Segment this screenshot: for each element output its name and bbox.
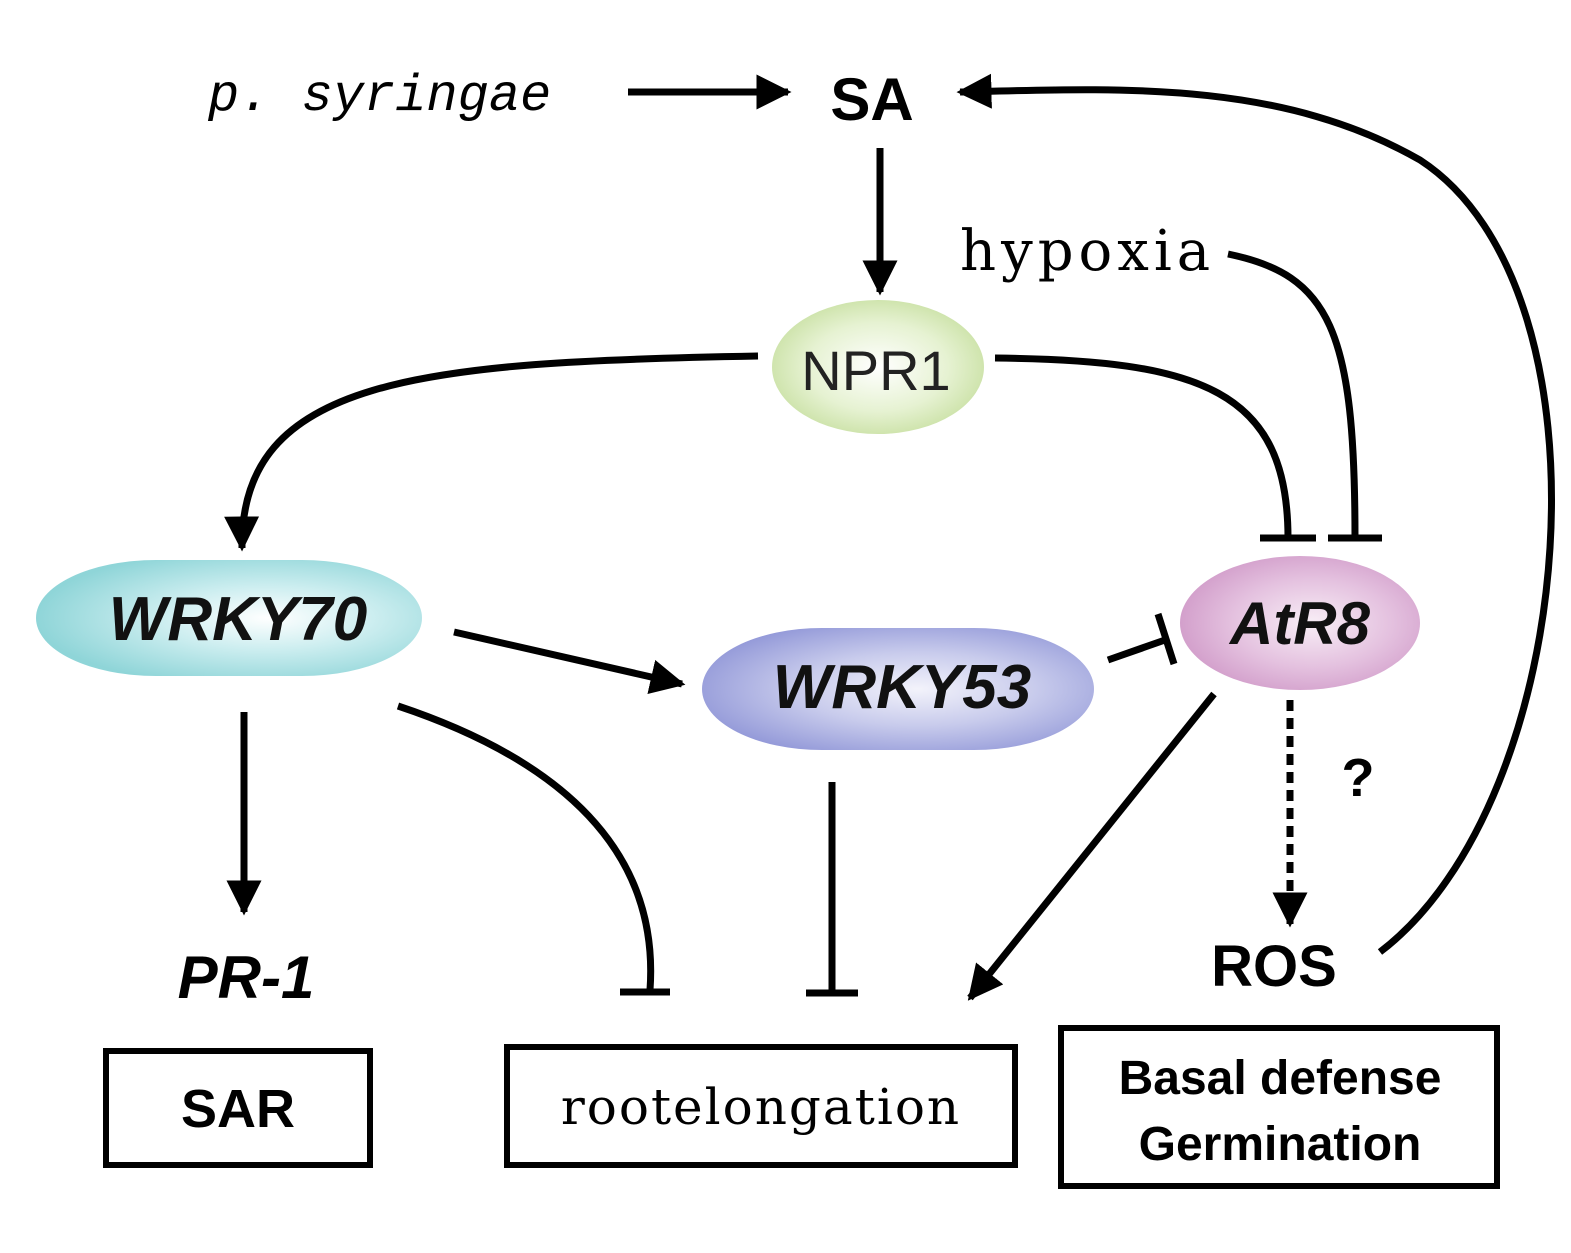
inhibit-wrky70-to-root (396, 702, 655, 991)
atr8-node (1180, 556, 1420, 690)
sa-label: SA (830, 66, 913, 133)
inhibit-npr1-to-atr8 (994, 354, 1292, 539)
sar-box (103, 1048, 373, 1168)
root-elongation-box (504, 1044, 1018, 1168)
pathogen-label: p. syringae (207, 67, 551, 126)
root-elongation-label: rootelongation (561, 1078, 961, 1136)
germination-label: Germination (1139, 1118, 1422, 1171)
basal-defense-box (1058, 1025, 1500, 1189)
sar-box-label: SAR (181, 1079, 295, 1139)
atr8-label: AtR8 (1228, 590, 1371, 657)
wrky53-node (702, 628, 1094, 750)
wrky53-label: WRKY53 (773, 653, 1031, 722)
npr1-node (772, 300, 984, 434)
arrow-ros-to-sa (956, 73, 1555, 955)
ros-label: ROS (1211, 934, 1337, 999)
question-mark: ? (1342, 748, 1375, 808)
arrow-atr8-to-root (967, 691, 1217, 1001)
hypoxia-label: hypoxia (960, 219, 1215, 284)
npr1-label: NPR1 (801, 339, 950, 402)
wrky70-node (36, 560, 422, 676)
inhibit-hypoxia-to-atr8 (1227, 250, 1359, 539)
inhibit-wrky53-to-atr8 (1106, 636, 1167, 664)
arrow-wrky70-to-wrky53 (453, 628, 686, 695)
basal-defense-label: Basal defense (1119, 1052, 1442, 1105)
wrky70-label: WRKY70 (109, 585, 367, 654)
inhibit-bar-wrky53-atr8 (1154, 612, 1178, 666)
arrow-npr1-to-wrky70 (224, 352, 759, 552)
pr1-label: PR-1 (178, 944, 315, 1011)
